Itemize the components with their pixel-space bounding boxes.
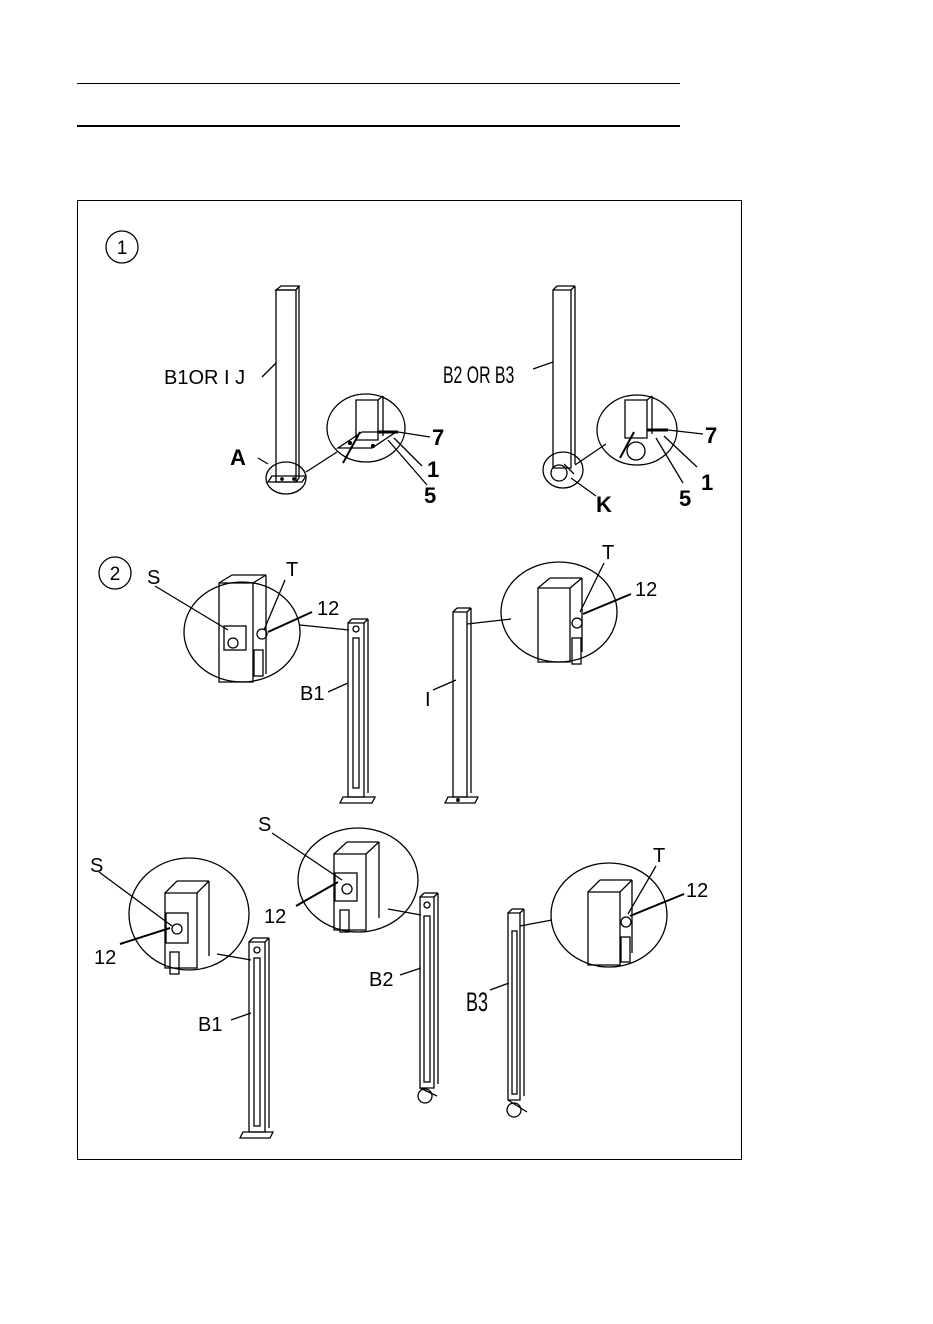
leader-7-left	[398, 432, 430, 437]
connector-b1-row1	[300, 625, 349, 630]
label-7-right: 7	[705, 423, 717, 448]
post-i-row1	[445, 608, 478, 803]
detail-b2-row2-parts	[334, 842, 379, 932]
detail-b1-row2	[129, 858, 249, 970]
label-5-left: 5	[424, 483, 436, 508]
leader-12-row1	[268, 612, 312, 632]
leader-t-row1	[264, 580, 285, 630]
label-a: A	[230, 445, 246, 470]
label-post-left: B1OR I J	[164, 367, 245, 389]
detail-b1-row2-parts	[165, 881, 209, 974]
leader-5-left	[388, 440, 427, 485]
detail-b3-row2	[551, 863, 667, 967]
post-b1-row1	[340, 619, 375, 803]
leader-5-right	[656, 438, 683, 483]
leader-7-right	[668, 430, 703, 434]
step-2-badge: 2	[99, 557, 131, 589]
label-b3-row2: B3	[466, 988, 488, 1017]
label-b2b3-leader	[533, 362, 553, 369]
detail-b1-row1	[184, 582, 300, 682]
label-1-left: 1	[427, 457, 439, 482]
detail-b2-row2	[298, 828, 418, 932]
leader-b3-row2	[490, 983, 509, 990]
label-s-row2-mid: S	[258, 814, 271, 836]
detail-caster-plate	[597, 395, 677, 465]
callout-a-circle	[266, 462, 306, 494]
connector-b1-row2	[217, 954, 251, 960]
leader-s-row2-left	[99, 872, 172, 926]
label-12-row2-mid: 12	[264, 906, 286, 928]
label-a-leader	[258, 458, 268, 464]
label-b1-row2: B1	[198, 1014, 222, 1036]
post-b1-or-ij	[268, 286, 306, 482]
label-s-row1: S	[147, 567, 160, 589]
connector-b2-row2	[388, 909, 421, 915]
step-1-badge: 1	[106, 231, 138, 263]
detail-base-plate	[327, 394, 405, 463]
label-12-row1: 12	[317, 598, 339, 620]
label-5-right: 5	[679, 486, 691, 511]
label-s-row2-left: S	[90, 855, 103, 877]
label-12-row1-right: 12	[635, 579, 657, 601]
caster-wheel-icon-b2	[418, 1089, 432, 1103]
label-post-right: B2 OR B3	[443, 362, 514, 389]
leader-b2-row2	[400, 968, 421, 975]
label-12-row2-right: 12	[686, 880, 708, 902]
leader-12-row2-mid	[296, 882, 338, 906]
label-t-row1: T	[286, 559, 298, 581]
leader-12-row1-right	[583, 594, 631, 614]
connector-b3-row2	[520, 920, 552, 926]
label-post-left-leader	[262, 363, 276, 377]
label-b2-row2: B2	[369, 969, 393, 991]
detail-b3-row2-parts	[588, 880, 632, 965]
label-k: K	[596, 492, 612, 517]
leader-s-row2-mid	[272, 833, 342, 880]
post-b3-row2	[507, 909, 527, 1117]
label-i-row1: I	[425, 689, 431, 711]
callout-a-connector	[306, 452, 337, 472]
connector-i-row1	[467, 619, 511, 624]
leader-s-row1	[155, 586, 228, 630]
step-1-number: 1	[117, 238, 128, 259]
label-k-leader	[571, 478, 596, 496]
post-b2-row2	[418, 893, 438, 1103]
label-t-row1-right: T	[602, 542, 614, 564]
label-t-row2: T	[653, 845, 665, 867]
detail-i-row1-parts	[538, 578, 582, 664]
step-2-number: 2	[110, 564, 121, 585]
detail-i-row1	[501, 562, 617, 662]
leader-b1-row2	[231, 1013, 251, 1020]
label-1-right: 1	[701, 470, 713, 495]
leader-12-row2-left	[120, 928, 170, 944]
leader-b1-row1	[328, 683, 348, 692]
label-b1-row1: B1	[300, 683, 324, 705]
label-12-row2-left: 12	[94, 947, 116, 969]
post-b1-row2	[240, 938, 273, 1138]
caster-wheel-icon-b3	[507, 1103, 521, 1117]
label-7-left: 7	[432, 425, 444, 450]
